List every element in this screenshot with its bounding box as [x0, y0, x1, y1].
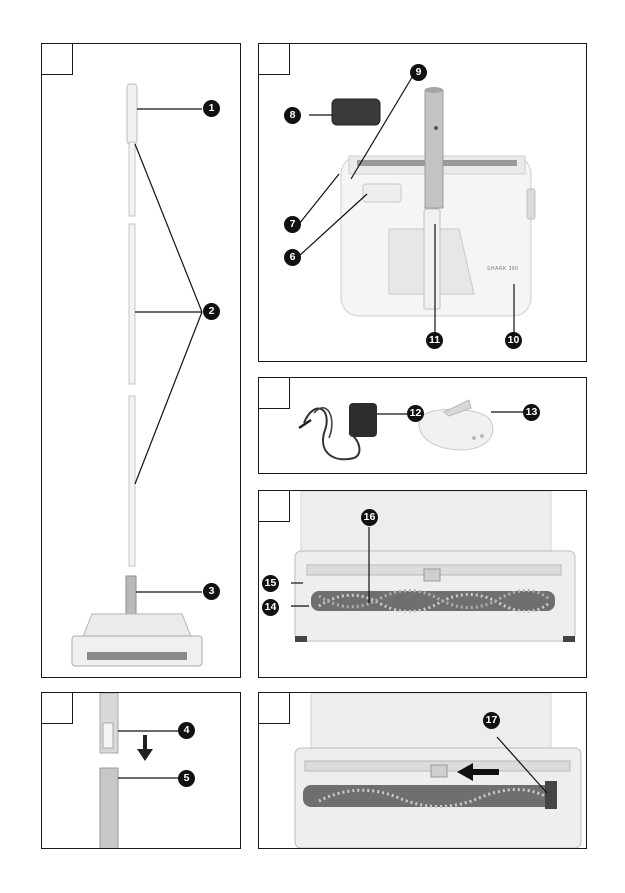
callout-5: 5	[178, 770, 195, 787]
callout-14: 14	[262, 599, 279, 616]
callout-11: 11	[426, 332, 443, 349]
callout-4: 4	[178, 722, 195, 739]
sweeper-body-illustration	[259, 44, 587, 362]
brush-release-illustration	[259, 693, 587, 849]
callout-16: 16	[361, 509, 378, 526]
figure-b-panel: SHARK 360 8 9 7 6 11 10	[258, 43, 587, 362]
callout-13: 13	[523, 404, 540, 421]
figure-d-panel: 16 15 14	[258, 490, 587, 678]
callout-9: 9	[410, 64, 427, 81]
callout-17: 17	[483, 712, 500, 729]
accessories-illustration	[259, 378, 587, 474]
callout-7: 7	[284, 216, 301, 233]
tube-connection-illustration	[42, 693, 241, 849]
callout-12: 12	[407, 405, 424, 422]
figure-a-panel: 1 2 3	[41, 43, 241, 678]
figure-e-panel: 4 5	[41, 692, 241, 849]
callout-3: 3	[203, 583, 220, 600]
callout-8: 8	[284, 107, 301, 124]
callout-1: 1	[203, 100, 220, 117]
callout-10: 10	[505, 332, 522, 349]
figure-c-panel: 12 13	[258, 377, 587, 474]
brush-roll-illustration	[259, 491, 587, 678]
brand-label: SHARK 360	[487, 266, 518, 272]
callout-15: 15	[262, 575, 279, 592]
figure-f-panel: 17	[258, 692, 587, 849]
callout-6: 6	[284, 249, 301, 266]
callout-2: 2	[203, 303, 220, 320]
